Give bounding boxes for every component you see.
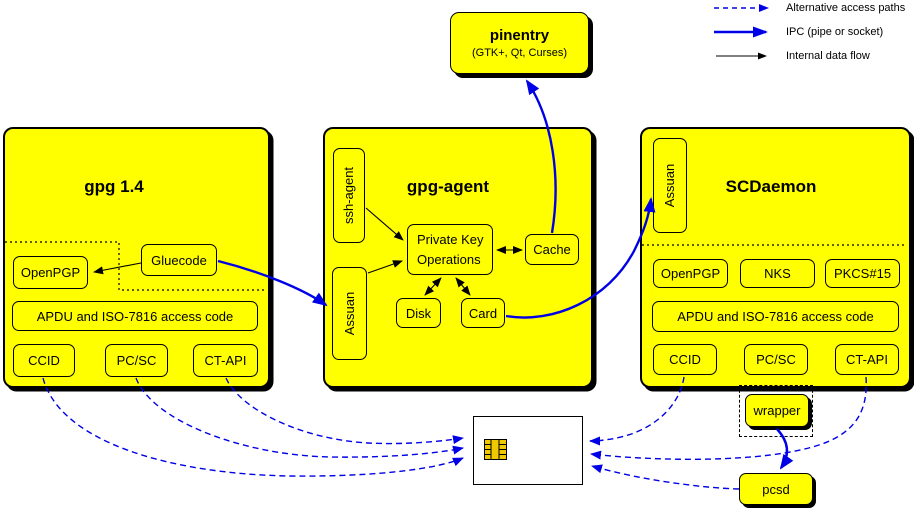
scdaemon-nks-label: NKS [764, 266, 791, 281]
scdaemon-pkcs15-label: PKCS#15 [833, 266, 892, 281]
alt-path-gpg14-pcsc-to-card [135, 377, 464, 458]
node-scdaemon-pkcs15: PKCS#15 [825, 259, 900, 288]
node-gpg14-openpgp: OpenPGP [13, 256, 88, 289]
node-scdaemon-assuan: Assuan [653, 138, 687, 233]
scdaemon-title: SCDaemon [725, 177, 817, 196]
gpgagent-disk-label: Disk [405, 305, 432, 321]
scdaemon-apdu-label: APDU and ISO-7816 access code [677, 309, 874, 324]
legend-row-alternative: Alternative access paths [712, 1, 905, 15]
gpgagent-title: gpg-agent [406, 177, 490, 196]
node-scdaemon-nks: NKS [740, 259, 815, 288]
scdaemon-ccid-label: CCID [669, 352, 701, 367]
node-wrapper: wrapper [745, 394, 809, 427]
alt-path-pcsd-to-card [591, 464, 740, 490]
node-scdaemon-apdu: APDU and ISO-7816 access code [652, 301, 899, 332]
gpg14-ccid-label: CCID [28, 353, 60, 368]
gpgagent-sshagent-label: ssh-agent [341, 166, 357, 225]
node-gpgagent-cache: Cache [525, 234, 579, 265]
gpg14-ctapi-label: CT-API [204, 353, 247, 368]
node-gpg14-ccid: CCID [13, 344, 75, 377]
gpg14-pcsc-label: PC/SC [116, 353, 157, 368]
pinentry-subtitle: (GTK+, Qt, Curses) [471, 47, 568, 59]
node-gpgagent-sshagent: ssh-agent [333, 148, 365, 243]
black-arrow-icon [716, 52, 767, 60]
gpgagent-card-label: Card [468, 305, 498, 321]
scdaemon-pcsc-label: PC/SC [756, 352, 796, 367]
node-gpgagent-private-key-operations: Private Key Operations [407, 224, 493, 275]
node-gpgagent-disk: Disk [396, 298, 441, 328]
node-scdaemon-pcsc: PC/SC [744, 344, 808, 375]
node-gpgagent-card: Card [461, 298, 505, 328]
gpg14-openpgp-label: OpenPGP [20, 265, 81, 280]
node-gpg14-gluecode: Gluecode [141, 244, 217, 276]
legend-label-alternative: Alternative access paths [786, 2, 906, 14]
pko-line2: Operations [417, 252, 481, 267]
scdaemon-ctapi-label: CT-API [846, 352, 888, 367]
node-gpg14-apdu: APDU and ISO-7816 access code [12, 301, 258, 331]
gpgagent-cache-label: Cache [533, 242, 571, 257]
scdaemon-assuan-label: Assuan [662, 163, 678, 208]
node-smartcard [473, 416, 583, 485]
node-gpgagent-assuan: Assuan [332, 267, 367, 360]
gpgagent-assuan-label: Assuan [342, 291, 357, 336]
ipc-arrow-icon [714, 26, 768, 38]
wrapper-label: wrapper [753, 403, 801, 418]
alt-path-scdaemon-ctapi-to-card [590, 376, 867, 460]
scdaemon-openpgp-label: OpenPGP [660, 266, 721, 281]
node-scdaemon-ctapi: CT-API [835, 344, 899, 375]
pcsd-label: pcsd [762, 481, 790, 497]
legend-row-internal: Internal data flow [712, 49, 870, 63]
node-scdaemon-ccid: CCID [653, 344, 717, 375]
pko-line1: Private Key [417, 232, 484, 247]
pinentry-title: pinentry [489, 27, 550, 44]
node-pcsd: pcsd [739, 473, 813, 505]
node-gpg14-pcsc: PC/SC [105, 344, 168, 377]
gpg14-title: gpg 1.4 [84, 177, 144, 196]
smartcard-chip-icon [484, 439, 507, 460]
node-scdaemon-openpgp: OpenPGP [653, 259, 728, 288]
node-gpg14-ctapi: CT-API [193, 344, 258, 377]
gpg14-apdu-label: APDU and ISO-7816 access code [36, 308, 234, 324]
legend-label-internal: Internal data flow [786, 50, 870, 62]
node-pinentry: pinentry (GTK+, Qt, Curses) [450, 12, 589, 74]
dashed-arrow-icon [714, 4, 769, 12]
alt-path-gpg14-ccid-to-card [42, 377, 464, 477]
gpg14-gluecode-label: Gluecode [151, 252, 207, 268]
legend-row-ipc: IPC (pipe or socket) [712, 25, 883, 39]
legend-label-ipc: IPC (pipe or socket) [786, 26, 884, 38]
